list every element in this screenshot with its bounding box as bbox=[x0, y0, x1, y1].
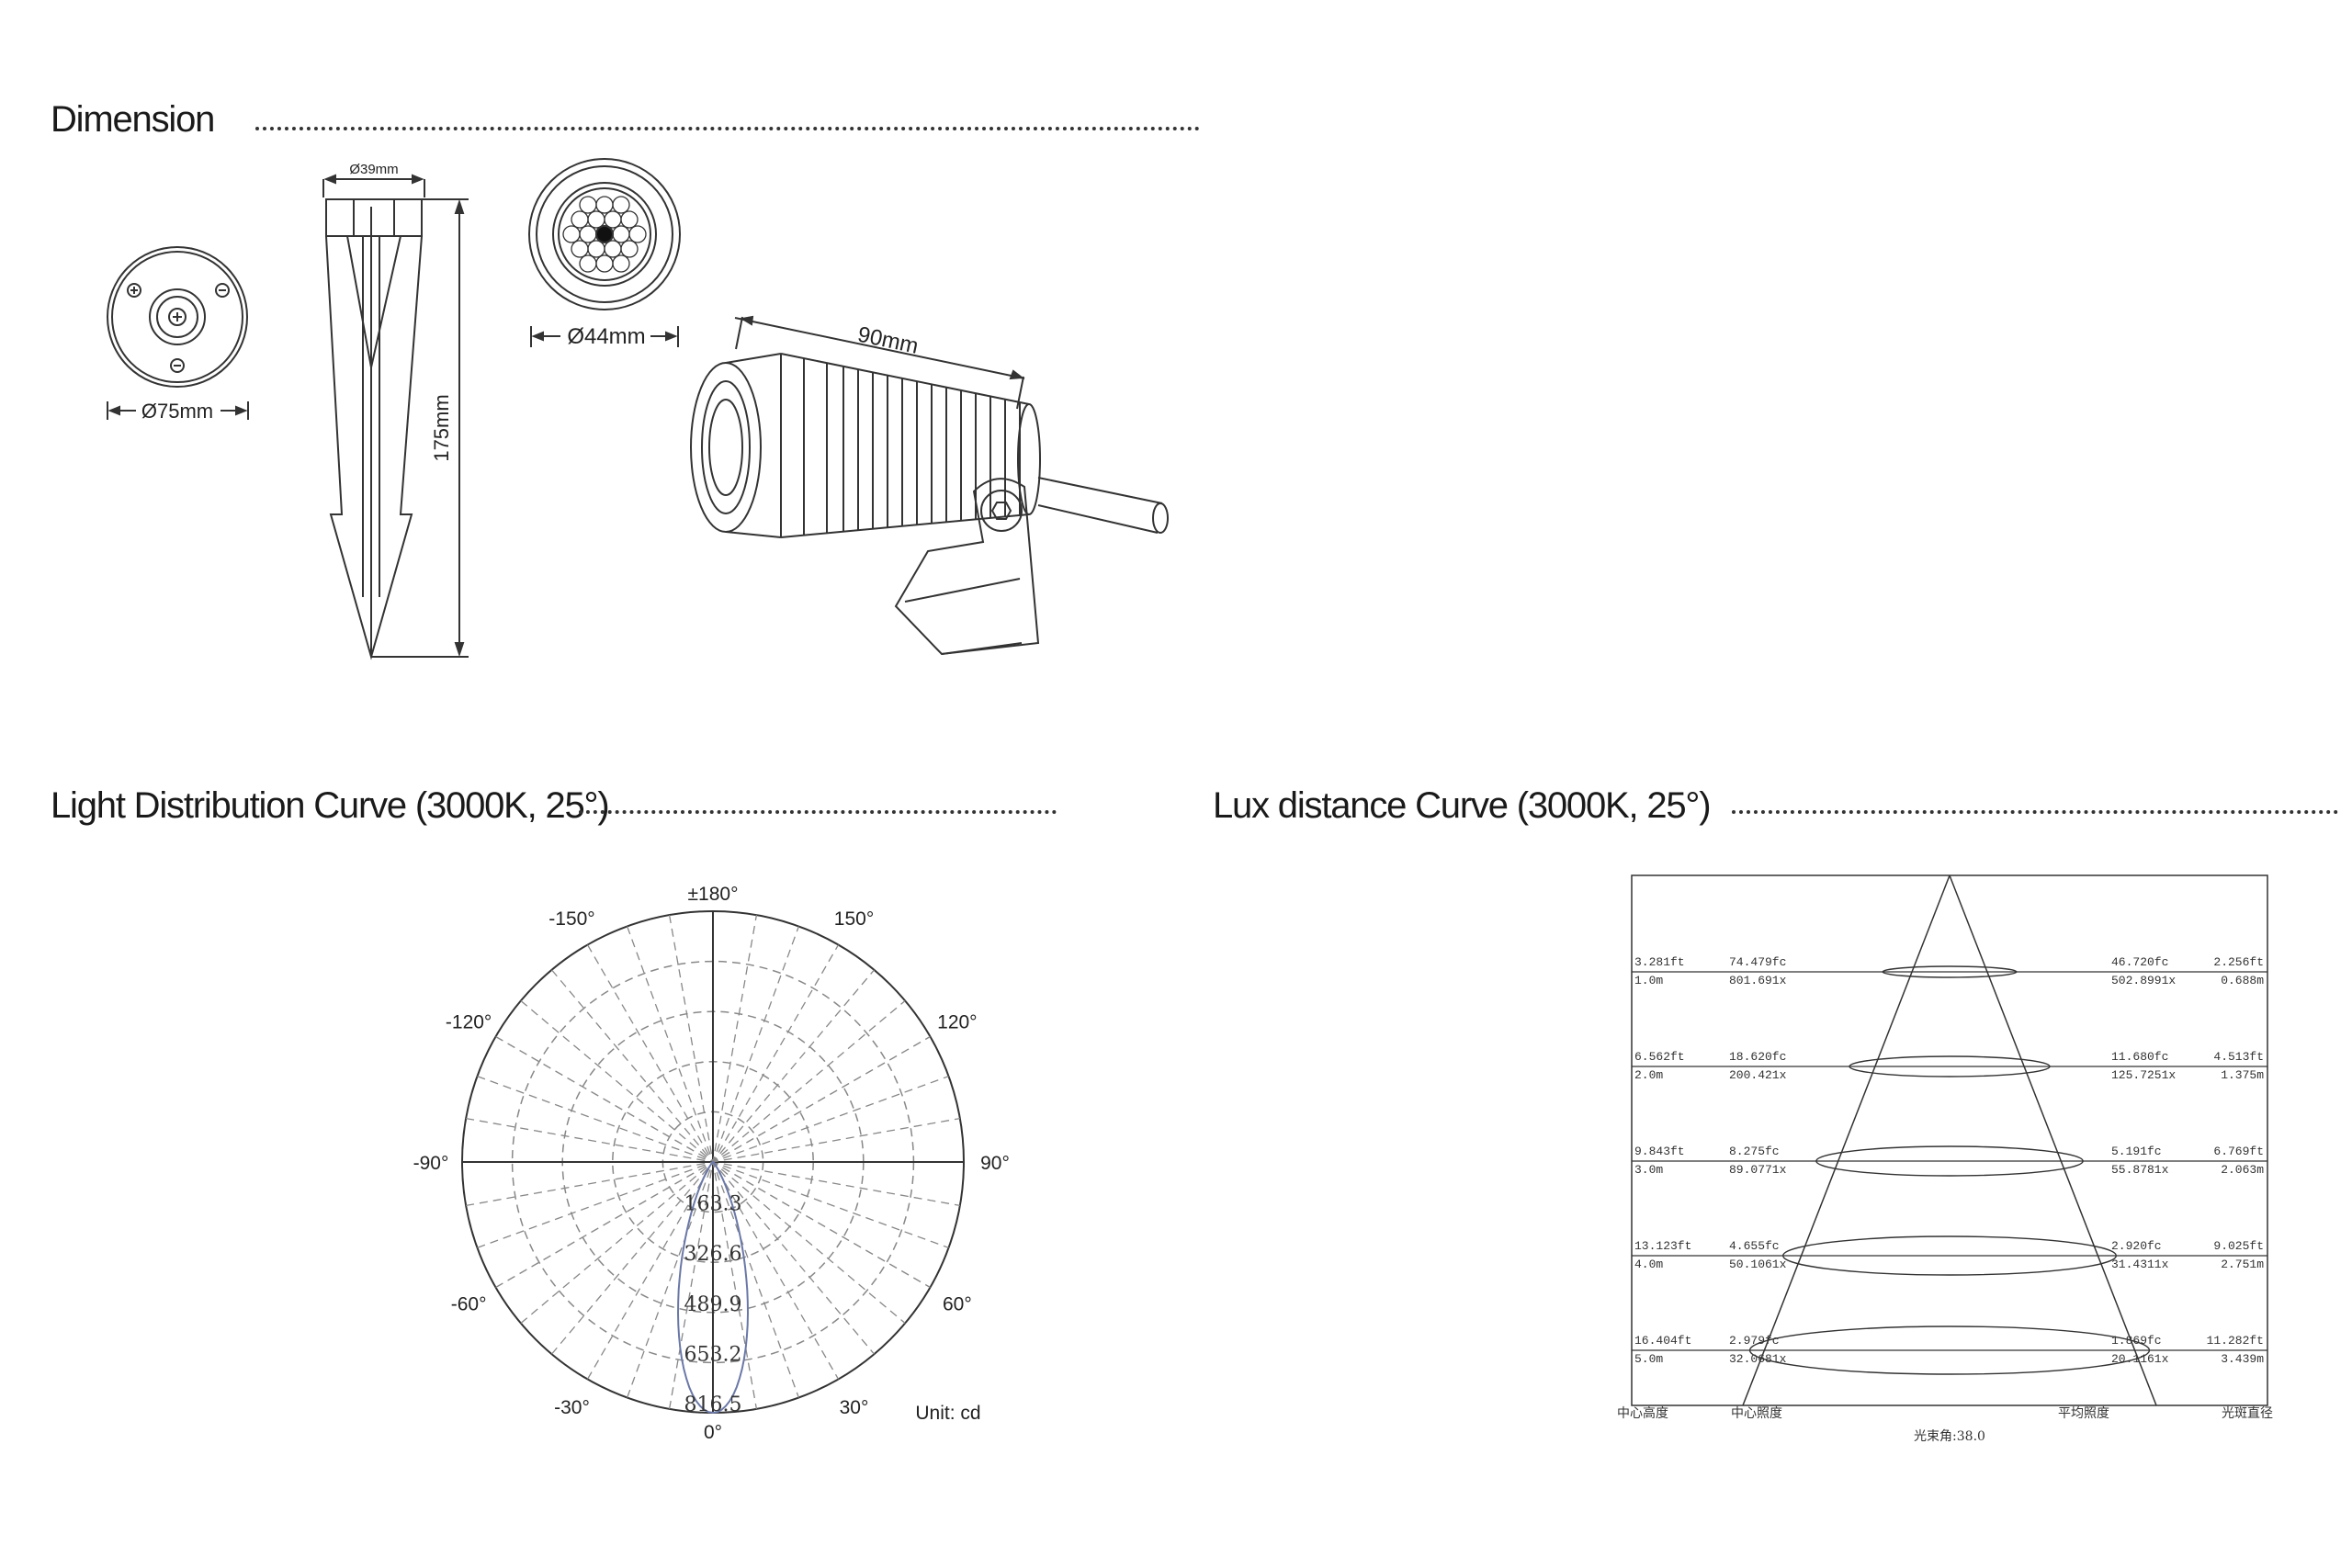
lux-chart: 3.281ft 1.0m 74.479fc 801.691x 46.720fc 502.8… bbox=[1617, 874, 2273, 1444]
polar-angle-label: -150° bbox=[548, 908, 594, 930]
lux-spot-ellipse bbox=[1882, 965, 2018, 978]
lux-distance-title: Lux distance Curve (3000K, 25°) bbox=[1213, 785, 1712, 826]
lux-value-height-ft: 9.843ft bbox=[1634, 1145, 1685, 1158]
lux-value-height-m: 3.0m bbox=[1634, 1163, 1663, 1177]
lux-value-diam-m: 1.375m bbox=[2221, 1068, 2264, 1082]
lux-cone-right-edge bbox=[1949, 874, 2157, 1406]
lux-value-avg-fc: 11.680fc bbox=[2111, 1050, 2168, 1064]
lux-spot-ellipse bbox=[1849, 1055, 2051, 1077]
lens-diameter-label: Ø44mm bbox=[567, 324, 645, 349]
lux-value-diam-ft: 9.025ft bbox=[2213, 1239, 2264, 1253]
polar-ring-label: 163.3 bbox=[684, 1193, 742, 1216]
ground-spike-drawing bbox=[322, 174, 469, 660]
lux-value-center-lx: 801.691x bbox=[1729, 974, 1787, 987]
lux-footer-beam-angle: 光束角:38.0 bbox=[1914, 1429, 1985, 1444]
lux-footer-spot-diameter: 光斑直径 bbox=[2222, 1405, 2273, 1421]
lux-value-avg-lx: 55.8781x bbox=[2111, 1163, 2169, 1177]
polar-angle-label: 60° bbox=[943, 1294, 972, 1315]
lux-value-height-m: 2.0m bbox=[1634, 1068, 1663, 1082]
lux-value-center-fc: 18.620fc bbox=[1729, 1050, 1786, 1064]
lux-spot-ellipse bbox=[1748, 1325, 2151, 1375]
spike-length-label: 175mm bbox=[430, 394, 453, 461]
polar-angle-label: 90° bbox=[980, 1153, 1010, 1174]
lux-value-center-fc: 74.479fc bbox=[1729, 955, 1786, 969]
lux-value-diam-ft: 11.282ft bbox=[2207, 1334, 2264, 1348]
lux-value-height-m: 1.0m bbox=[1634, 974, 1663, 987]
base-plate-drawing bbox=[107, 246, 249, 420]
lux-value-center-lx: 50.1061x bbox=[1729, 1258, 1787, 1271]
lux-value-avg-fc: 1.869fc bbox=[2111, 1334, 2162, 1348]
lux-footer-avg-illuminance: 平均照度 bbox=[2058, 1406, 2109, 1421]
lux-value-center-fc: 4.655fc bbox=[1729, 1239, 1780, 1253]
lux-spot-ellipse bbox=[1782, 1235, 2117, 1276]
lux-value-diam-m: 2.751m bbox=[2221, 1258, 2264, 1271]
lux-value-center-lx: 89.0771x bbox=[1729, 1163, 1787, 1177]
body-length-label: 90mm bbox=[855, 322, 921, 359]
polar-angle-label: -120° bbox=[446, 1012, 492, 1033]
lux-value-avg-fc: 5.191fc bbox=[2111, 1145, 2162, 1158]
lux-value-height-ft: 16.404ft bbox=[1634, 1334, 1691, 1348]
base-diameter-label: Ø75mm bbox=[141, 400, 213, 423]
lux-value-height-ft: 6.562ft bbox=[1634, 1050, 1685, 1064]
polar-ring-label: 489.9 bbox=[684, 1293, 742, 1316]
lux-value-diam-ft: 2.256ft bbox=[2213, 955, 2264, 969]
lux-value-avg-lx: 502.8991x bbox=[2111, 974, 2176, 987]
polar-unit-label: Unit: cd bbox=[915, 1403, 980, 1424]
lens-front-drawing bbox=[528, 158, 681, 347]
lux-value-avg-fc: 46.720fc bbox=[2111, 955, 2168, 969]
polar-angle-label: -60° bbox=[451, 1294, 487, 1315]
lux-value-avg-lx: 31.4311x bbox=[2111, 1258, 2169, 1271]
lux-footer-center-illuminance: 中心照度 bbox=[1731, 1406, 1782, 1421]
lux-cone-left-edge bbox=[1742, 874, 1951, 1406]
polar-angle-label: -30° bbox=[554, 1397, 590, 1418]
lux-value-diam-m: 0.688m bbox=[2221, 974, 2264, 987]
polar-chart: 163.3 326.6 489.9 653.2 816.5 ±180° -150° 150° -… bbox=[413, 884, 1010, 1443]
polar-angle-label: 0° bbox=[704, 1422, 722, 1443]
polar-ring-label: 816.5 bbox=[684, 1393, 742, 1416]
lux-value-diam-m: 3.439m bbox=[2221, 1352, 2264, 1366]
lux-value-center-lx: 200.421x bbox=[1729, 1068, 1787, 1082]
lux-value-center-fc: 8.275fc bbox=[1729, 1145, 1780, 1158]
polar-angle-label: 30° bbox=[840, 1397, 869, 1418]
lux-value-diam-ft: 4.513ft bbox=[2213, 1050, 2264, 1064]
polar-angle-label: ±180° bbox=[688, 884, 739, 905]
lux-value-height-m: 5.0m bbox=[1634, 1352, 1663, 1366]
polar-angle-label: 120° bbox=[937, 1012, 977, 1033]
lux-spot-ellipse bbox=[1815, 1145, 2084, 1177]
polar-ring-label: 326.6 bbox=[684, 1243, 742, 1266]
dimension-title: Dimension bbox=[51, 99, 215, 140]
polar-ring-label: 653.2 bbox=[684, 1343, 742, 1366]
lux-value-avg-fc: 2.920fc bbox=[2111, 1239, 2162, 1253]
lux-value-center-lx: 32.0681x bbox=[1729, 1352, 1787, 1366]
lux-value-avg-lx: 125.7251x bbox=[2111, 1068, 2176, 1082]
spike-width-label: Ø39mm bbox=[349, 162, 398, 177]
polar-angle-label: 150° bbox=[834, 908, 874, 930]
lux-footer-center-height: 中心高度 bbox=[1617, 1405, 1668, 1421]
light-distribution-title: Light Distribution Curve (3000K, 25°) bbox=[51, 785, 610, 826]
lux-value-height-m: 4.0m bbox=[1634, 1258, 1663, 1271]
polar-angle-label: -90° bbox=[413, 1153, 449, 1174]
lux-value-height-ft: 3.281ft bbox=[1634, 955, 1685, 969]
lux-value-diam-m: 2.063m bbox=[2221, 1163, 2264, 1177]
spotlight-body-drawing bbox=[690, 315, 1169, 656]
lux-distance-divider bbox=[1732, 810, 2338, 814]
lux-value-diam-ft: 6.769ft bbox=[2213, 1145, 2264, 1158]
lux-value-height-ft: 13.123ft bbox=[1634, 1239, 1691, 1253]
light-distribution-divider bbox=[579, 810, 1057, 814]
lux-value-avg-lx: 20.1161x bbox=[2111, 1352, 2169, 1366]
polar-intensity-curve bbox=[676, 1161, 750, 1415]
dimension-divider bbox=[255, 127, 1200, 130]
lux-value-center-fc: 2.979fc bbox=[1729, 1334, 1780, 1348]
